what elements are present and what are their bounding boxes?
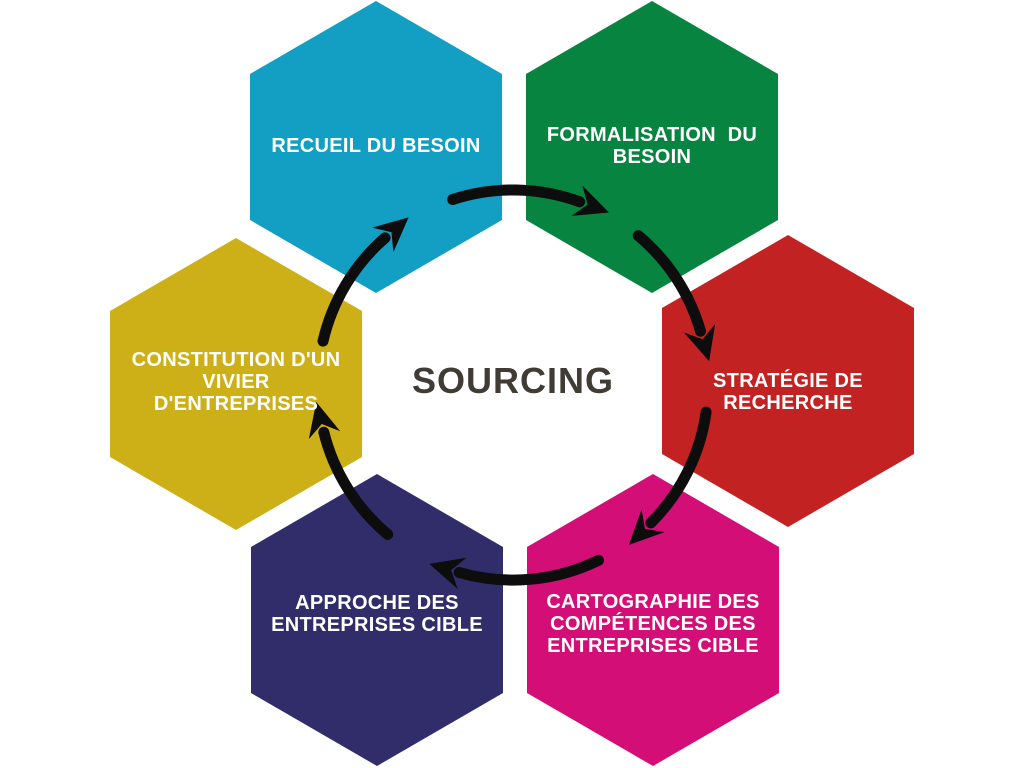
hexagon-formalisation-du-besoin <box>526 1 778 293</box>
hexagon-recueil-du-besoin <box>250 1 502 293</box>
hexagon-label-cartographie-des-competences: CARTOGRAPHIE DES COMPÉTENCES DES ENTREPR… <box>546 591 760 657</box>
hexagon-approche-des-entreprises <box>251 474 503 766</box>
hexagon-constitution-vivier <box>110 238 362 530</box>
hexagon-cartographie-des-competences <box>527 474 779 766</box>
hexagon-label-constitution-vivier: CONSTITUTION D'UN VIVIER D'ENTREPRISES <box>131 349 341 415</box>
hexagon-strategie-de-recherche <box>662 235 914 527</box>
hexagon-label-recueil-du-besoin: RECUEIL DU BESOIN <box>271 135 481 157</box>
diagram-title: SOURCING <box>411 360 615 401</box>
hexagon-label-approche-des-entreprises: APPROCHE DES ENTREPRISES CIBLE <box>271 592 483 636</box>
hexagon-label-strategie-de-recherche: STRATÉGIE DE RECHERCHE <box>713 370 863 414</box>
hexagon-label-formalisation-du-besoin: FORMALISATION DU BESOIN <box>546 124 758 168</box>
